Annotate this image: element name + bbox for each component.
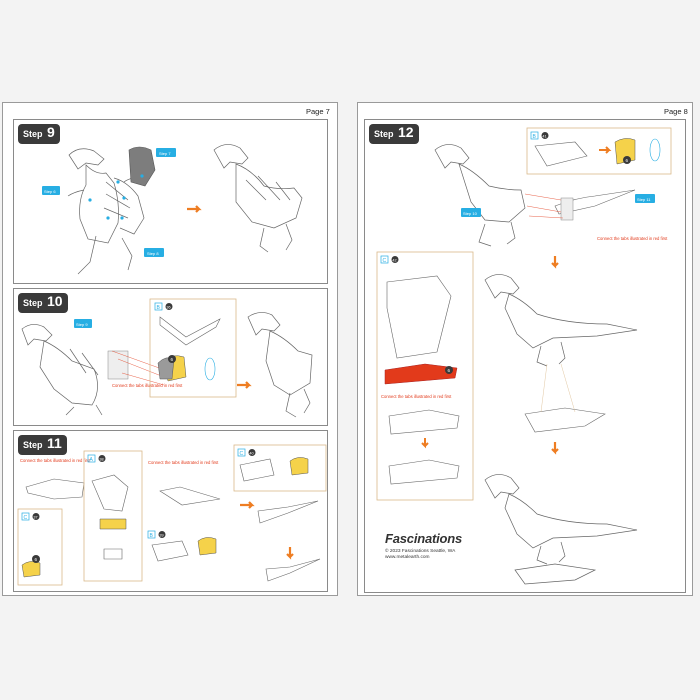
red-tabs-shape bbox=[384, 363, 458, 385]
step-badge: Step 11 bbox=[18, 435, 67, 455]
step-badge: Step 10 bbox=[18, 293, 68, 313]
dinosaur-illustration bbox=[434, 144, 526, 247]
page-number: Page 8 bbox=[664, 107, 688, 116]
red-tabs-note: Connect the tabs illustrated in red firs… bbox=[20, 458, 91, 463]
tab-guide-lines bbox=[524, 193, 564, 219]
count-badge: 6 bbox=[623, 156, 631, 164]
instruction-page-8: Page 8 Step 12 Step 10 Step 11 Connect t… bbox=[357, 102, 693, 596]
count-badge: 6 bbox=[445, 366, 453, 374]
part-frame bbox=[83, 450, 143, 582]
dark-part-shape bbox=[128, 146, 156, 187]
base-part-shape bbox=[386, 275, 452, 359]
step-10-illustration: Step 9 Connect the tabs illustrated in r… bbox=[21, 298, 313, 418]
arrow-down-icon bbox=[421, 438, 429, 449]
part-frame bbox=[149, 298, 237, 398]
arrow-down-icon bbox=[551, 256, 559, 269]
count-badge: 6 bbox=[168, 355, 176, 363]
dinosaur-illustration bbox=[484, 274, 638, 367]
website-url: www.metalearth.com bbox=[385, 555, 430, 560]
copyright-text: © 2023 Fascinations Seattle, WA bbox=[385, 549, 456, 554]
svg-text:6: 6 bbox=[626, 158, 629, 163]
step-badge: Step 9 bbox=[18, 124, 60, 144]
part-label-B39: B 39 bbox=[147, 530, 166, 539]
svg-text:Step 11: Step 11 bbox=[637, 197, 651, 202]
part-label-B36: B 36 bbox=[154, 302, 173, 311]
part-frame bbox=[17, 508, 63, 586]
step-9-panel: Step 9 Step 7 Step 6 bbox=[13, 119, 328, 284]
arrow-right-icon bbox=[599, 146, 612, 154]
step-12-panel: Step 12 Step 10 Step 11 Connect the tabs… bbox=[364, 119, 686, 593]
svg-text:C: C bbox=[383, 258, 387, 264]
step-callout-9: Step 9 bbox=[74, 319, 92, 328]
part-frame bbox=[526, 127, 672, 175]
copyright: © 2023 Fascinations Seattle, WA www.meta… bbox=[385, 549, 455, 561]
dinosaur-assembled-illustration bbox=[247, 312, 313, 418]
svg-text:B: B bbox=[150, 533, 154, 539]
brand-logo: Fascinations bbox=[385, 531, 463, 546]
count-badge: 6 bbox=[32, 555, 40, 563]
step-callout-8: Step 8 bbox=[144, 248, 164, 257]
svg-text:Step 9: Step 9 bbox=[76, 322, 88, 327]
step-callout-7: Step 7 bbox=[156, 148, 176, 157]
tab-guide-lines bbox=[111, 350, 165, 386]
tail-part-shape bbox=[159, 486, 221, 506]
instruction-page-7: Page 7 Step 9 Step 7 bbox=[2, 102, 338, 596]
part-label-C40: C 40 bbox=[237, 448, 256, 457]
arrow-down-icon bbox=[286, 547, 294, 560]
step-11-panel: Step 11 Connect the tabs illustrated in … bbox=[13, 430, 328, 592]
red-tabs-note: Connect the tabs illustrated in red firs… bbox=[148, 460, 219, 465]
svg-text:B: B bbox=[157, 305, 161, 311]
tail-part-shape bbox=[25, 478, 85, 500]
step-12-illustration: Step 10 Step 11 Connect the tabs illustr… bbox=[376, 127, 672, 585]
part-label-C42: C 42 bbox=[380, 255, 399, 264]
svg-text:36: 36 bbox=[166, 305, 170, 309]
part-label-A38: A 38 bbox=[87, 454, 106, 463]
svg-text:38: 38 bbox=[99, 457, 103, 461]
svg-text:37: 37 bbox=[33, 515, 37, 519]
yellow-part-shape bbox=[21, 561, 41, 578]
red-tabs-note: Connect the tabs illustrated in red firs… bbox=[112, 383, 183, 388]
arrow-down-icon bbox=[551, 442, 559, 455]
arrow-right-icon bbox=[240, 501, 255, 509]
svg-text:40: 40 bbox=[249, 451, 253, 455]
part-frame bbox=[233, 444, 327, 492]
svg-text:41: 41 bbox=[542, 134, 546, 138]
svg-text:C: C bbox=[240, 451, 244, 457]
dinosaur-illustration bbox=[21, 324, 103, 416]
svg-text:C: C bbox=[24, 515, 28, 521]
step-10-panel: Step 10 Step 9 Connect the tabs illustra… bbox=[13, 288, 328, 426]
dark-part-shape bbox=[107, 350, 129, 380]
step-callout-10: Step 10 bbox=[461, 208, 481, 217]
svg-text:6: 6 bbox=[171, 357, 174, 362]
svg-text:6: 6 bbox=[448, 368, 451, 373]
part-label-B41: B 41 bbox=[530, 131, 549, 140]
svg-text:A: A bbox=[90, 457, 94, 463]
svg-text:Step 6: Step 6 bbox=[44, 189, 56, 194]
part-frame bbox=[376, 251, 474, 501]
step-11-illustration: Connect the tabs illustrated in red firs… bbox=[17, 444, 327, 586]
dinosaur-assembled-illustration bbox=[213, 144, 303, 253]
page-number: Page 7 bbox=[306, 107, 330, 116]
step-callout-6: Step 6 bbox=[42, 186, 60, 195]
dinosaur-assembled-illustration bbox=[484, 474, 638, 585]
part-label-C37: C 37 bbox=[21, 512, 40, 521]
red-tabs-note: Connect the tabs illustrated in red firs… bbox=[381, 394, 452, 399]
connection-dots bbox=[88, 174, 144, 220]
svg-text:B: B bbox=[533, 134, 537, 140]
arrow-right-icon bbox=[237, 381, 252, 389]
svg-text:42: 42 bbox=[392, 258, 396, 262]
arrow-right-icon bbox=[187, 205, 202, 213]
svg-text:Step 7: Step 7 bbox=[159, 151, 171, 156]
step-badge: Step 12 bbox=[369, 124, 419, 144]
step-9-illustration: Step 7 Step 6 Step 8 bbox=[42, 144, 303, 275]
svg-text:Step 8: Step 8 bbox=[147, 251, 159, 256]
base-part-shape bbox=[524, 407, 606, 433]
step-callout-11: Step 11 bbox=[635, 194, 655, 203]
red-tabs-note: Connect the tabs illustrated in red firs… bbox=[597, 236, 668, 241]
svg-text:39: 39 bbox=[159, 533, 163, 537]
svg-text:6: 6 bbox=[35, 557, 38, 562]
flat-part-shape bbox=[159, 316, 221, 346]
svg-text:Step 10: Step 10 bbox=[463, 211, 478, 216]
